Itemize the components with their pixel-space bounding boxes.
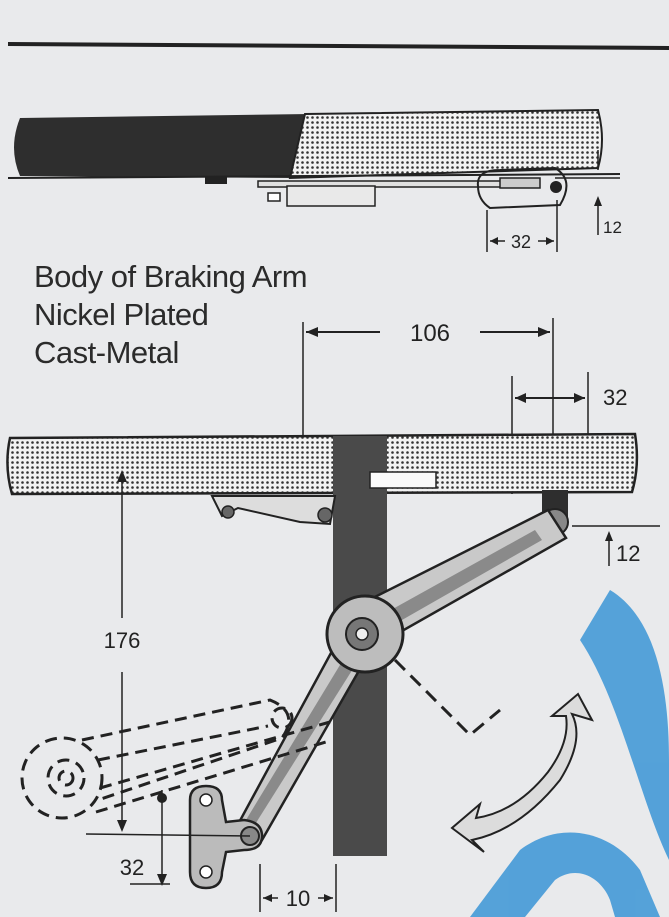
caption-line-3: Cast-Metal (34, 335, 179, 370)
dim-depth: 176 (104, 628, 141, 653)
swing-arrow-icon (450, 692, 595, 853)
dim-bottom-width: 10 (286, 886, 310, 911)
watermark (470, 590, 669, 917)
caption-line-1: Body of Braking Arm (34, 259, 308, 294)
top-view: 32 12 (7, 108, 622, 252)
dim-bottom-offset: 32 (120, 855, 144, 880)
caption: Body of Braking Arm Nickel Plated Cast-M… (34, 258, 308, 372)
dim-offset: 32 (603, 385, 627, 410)
caption-line-2: Nickel Plated (34, 297, 209, 332)
main-view: 106 32 12 (6, 318, 660, 912)
dim-top-offset: 32 (511, 232, 531, 252)
top-rule (7, 42, 669, 50)
dim-height: 12 (616, 541, 640, 566)
dim-width: 106 (410, 320, 450, 347)
dim-top-height: 12 (603, 218, 622, 237)
